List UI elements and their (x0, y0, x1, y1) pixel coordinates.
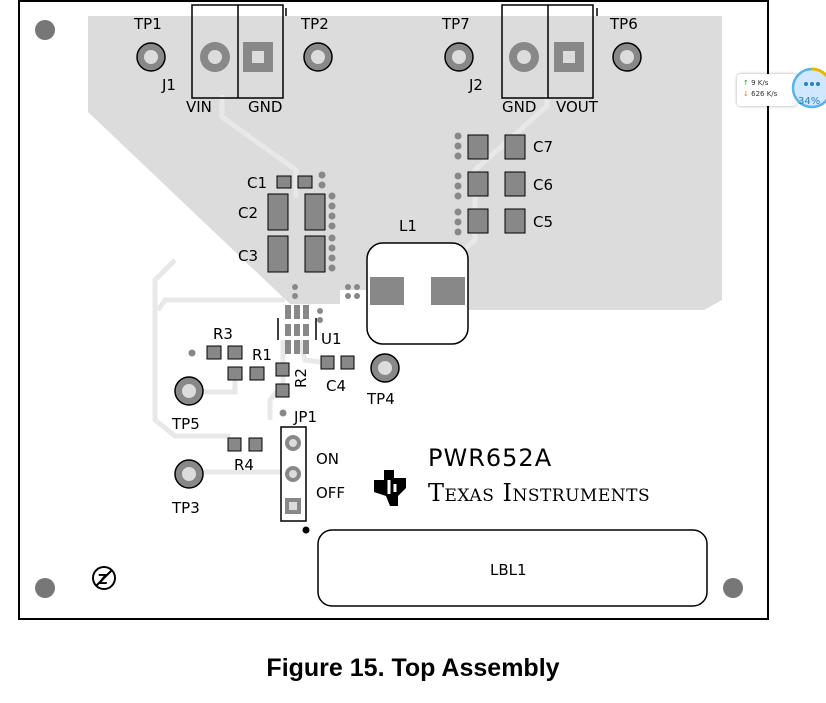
label-c1: C1 (247, 174, 267, 192)
mount-hole-tl (35, 20, 55, 40)
label-u1: U1 (321, 330, 342, 348)
connector-j2 (501, 4, 598, 99)
label-c3: C3 (238, 247, 258, 265)
download-speed: 626 K/s (751, 90, 778, 98)
cap-group-output (467, 134, 526, 234)
label-j1: J1 (161, 76, 176, 94)
label-on: ON (316, 450, 339, 468)
label-area (317, 529, 708, 607)
accelerator-ball[interactable]: 34% (790, 66, 826, 112)
label-c2: C2 (238, 204, 258, 222)
label-gnd-j2: GND (502, 98, 536, 116)
mount-hole-br (723, 578, 743, 598)
jumper-jp1 (280, 426, 307, 522)
label-c4: C4 (326, 377, 346, 395)
label-r2: R2 (292, 368, 310, 388)
label-part-number: PWR652A (428, 444, 552, 472)
label-tp1: TP1 (133, 15, 162, 33)
label-off: OFF (316, 484, 345, 502)
label-tp3: TP3 (171, 499, 200, 517)
label-r4: R4 (234, 456, 254, 474)
pcb-top-assembly: Z TP1 TP2 TP7 TP6 J1 J2 VIN GND GND VOUT… (18, 0, 769, 620)
label-c6: C6 (533, 176, 553, 194)
upload-speed: 9 K/s (751, 79, 769, 87)
mount-hole-bl (35, 578, 55, 598)
connector-j1 (191, 4, 287, 99)
vias (188, 132, 462, 534)
label-tp6: TP6 (609, 15, 638, 33)
label-c5: C5 (533, 213, 553, 231)
network-speed-widget[interactable]: ↑ 9 K/s ↓ 626 K/s 34% (737, 64, 826, 112)
ti-logo-icon (374, 470, 406, 506)
network-speed-box: ↑ 9 K/s ↓ 626 K/s (737, 74, 797, 106)
label-tp7: TP7 (441, 15, 470, 33)
label-r1: R1 (252, 346, 272, 364)
label-vin: VIN (186, 98, 212, 116)
label-r3: R3 (213, 325, 233, 343)
load-percent: 34% (798, 96, 820, 107)
label-gnd-j1: GND (248, 98, 282, 116)
copper-pour (88, 16, 722, 310)
label-j2: J2 (468, 76, 483, 94)
label-jp1: JP1 (293, 408, 317, 426)
small-passives (206, 345, 355, 452)
figure-caption: Figure 15. Top Assembly (266, 654, 560, 682)
label-tp4: TP4 (366, 390, 395, 408)
label-l1: L1 (399, 217, 417, 235)
svg-text:Z: Z (98, 573, 107, 588)
no-lead-icon: Z (92, 566, 116, 590)
label-lbl1: LBL1 (490, 561, 527, 579)
cap-group-input (267, 175, 326, 273)
label-tp2: TP2 (300, 15, 329, 33)
label-tp5: TP5 (171, 415, 200, 433)
label-brand: Texas Instruments (428, 479, 650, 507)
ic-u1 (277, 305, 317, 354)
label-vout: VOUT (556, 98, 599, 116)
label-c7: C7 (533, 138, 553, 156)
inductor-l1 (366, 242, 469, 345)
